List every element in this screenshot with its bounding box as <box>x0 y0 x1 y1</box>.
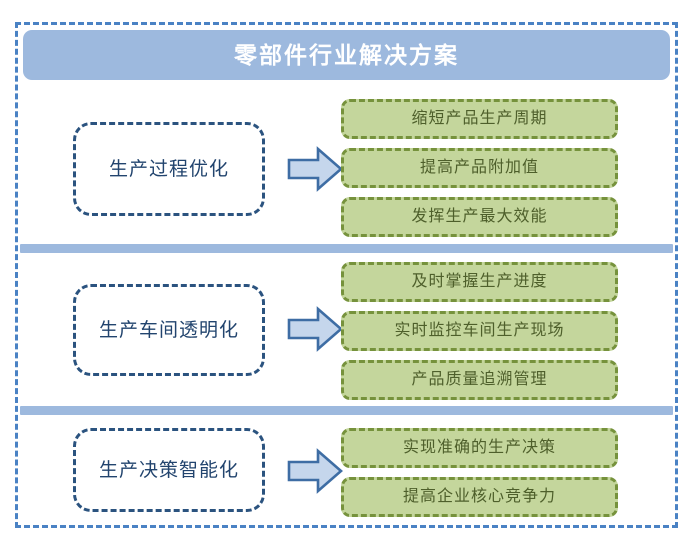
section-separator-1 <box>20 244 673 253</box>
category-box-2[interactable]: 生产车间透明化 <box>73 284 265 376</box>
benefit-label: 缩短产品生产周期 <box>411 110 548 127</box>
benefit-box[interactable]: 提高产品附加值 <box>341 148 618 188</box>
benefit-label: 及时掌握生产进度 <box>411 273 548 290</box>
arrow-right-icon-1 <box>287 146 343 192</box>
benefit-box[interactable]: 发挥生产最大效能 <box>341 197 618 237</box>
section-row-3: 生产决策智能化 实现准确的生产决策 提高企业核心竞争力 <box>0 420 700 526</box>
section-separator-2 <box>20 406 673 415</box>
category-box-3[interactable]: 生产决策智能化 <box>73 428 265 512</box>
page-title: 零部件行业解决方案 <box>234 41 459 68</box>
category-label-1: 生产过程优化 <box>108 158 229 180</box>
benefit-box[interactable]: 缩短产品生产周期 <box>341 99 618 139</box>
benefit-box[interactable]: 实时监控车间生产现场 <box>341 311 618 351</box>
benefit-box[interactable]: 及时掌握生产进度 <box>341 262 618 302</box>
category-label-3: 生产决策智能化 <box>98 459 239 481</box>
section-row-2: 生产车间透明化 及时掌握生产进度 实时监控车间生产现场 产品质量追溯管理 <box>0 256 700 404</box>
benefit-box[interactable]: 提高企业核心竞争力 <box>341 477 618 517</box>
benefit-list-1: 缩短产品生产周期 提高产品附加值 发挥生产最大效能 <box>341 99 618 237</box>
benefit-label: 实时监控车间生产现场 <box>394 322 565 339</box>
slide-outer-frame <box>15 22 678 528</box>
benefit-label: 实现准确的生产决策 <box>402 439 556 456</box>
category-box-1[interactable]: 生产过程优化 <box>73 122 265 216</box>
arrow-right-icon-3 <box>287 448 343 494</box>
benefit-box[interactable]: 产品质量追溯管理 <box>341 360 618 400</box>
benefit-label: 提高企业核心竞争力 <box>402 488 556 505</box>
slide-title-banner: 零部件行业解决方案 <box>23 30 670 80</box>
benefit-label: 产品质量追溯管理 <box>411 371 548 388</box>
section-row-1: 生产过程优化 缩短产品生产周期 提高产品附加值 发挥生产最大效能 <box>0 92 700 242</box>
benefit-box[interactable]: 实现准确的生产决策 <box>341 428 618 468</box>
category-label-2: 生产车间透明化 <box>98 319 239 341</box>
benefit-label: 发挥生产最大效能 <box>411 208 548 225</box>
arrow-right-icon-2 <box>287 306 343 352</box>
benefit-list-3: 实现准确的生产决策 提高企业核心竞争力 <box>341 428 618 517</box>
benefit-label: 提高产品附加值 <box>419 159 539 176</box>
benefit-list-2: 及时掌握生产进度 实时监控车间生产现场 产品质量追溯管理 <box>341 262 618 400</box>
